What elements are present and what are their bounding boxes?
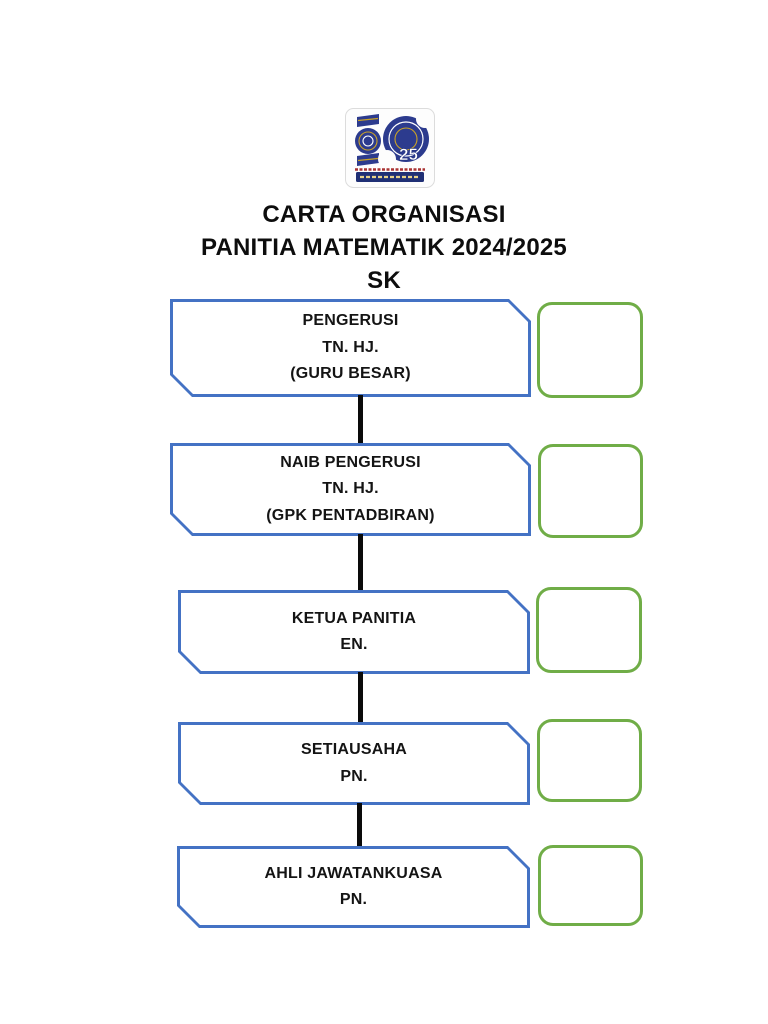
org-node-role: PENGERUSI — [302, 312, 399, 330]
org-node-role: SETIAUSAHA — [300, 741, 407, 758]
org-node-ahli-jawatankuasa: AHLI JAWATANKUASA PN. — [177, 846, 530, 928]
connector-line — [357, 803, 362, 848]
school-logo: 25 — [345, 108, 435, 190]
school-logo-icon: 25 — [345, 108, 435, 188]
org-node-fill — [181, 593, 527, 671]
org-node-text: KETUA PANITIA EN. — [178, 590, 530, 674]
title-line-3: SK — [367, 267, 401, 294]
org-node-fill — [181, 725, 527, 802]
org-node-subtitle: (GPK PENTADBIRAN) — [266, 506, 435, 524]
org-node-fill — [173, 446, 528, 533]
org-node-pengerusi: PENGERUSI TN. HJ. (GURU BESAR) — [170, 299, 531, 397]
photo-placeholder — [538, 444, 643, 538]
photo-placeholder — [536, 587, 642, 673]
connector-line — [358, 672, 363, 724]
logo-25-text: 25 — [399, 145, 418, 164]
org-node-ketua-panitia: KETUA PANITIA EN. — [178, 590, 530, 674]
org-node-fill — [173, 302, 528, 394]
org-node-text: NAIB PENGERUSI TN. HJ. (GPK PENTADBIRAN) — [170, 443, 531, 536]
connector-line — [358, 534, 363, 592]
org-node-person: EN. — [340, 636, 368, 653]
org-node-setiausaha: SETIAUSAHA PN. — [178, 722, 530, 805]
org-node-person: TN. HJ. — [322, 480, 379, 498]
page-title: CARTA ORGANISASI PANITIA MATEMATIK 2024/… — [0, 198, 768, 297]
org-node-role: KETUA PANITIA — [291, 609, 417, 627]
title-line-2: PANITIA MATEMATIK 2024/2025 — [201, 234, 567, 261]
org-node-naib-pengerusi: NAIB PENGERUSI TN. HJ. (GPK PENTADBIRAN) — [170, 443, 531, 536]
photo-placeholder — [537, 302, 643, 398]
photo-placeholder — [537, 719, 642, 802]
org-node-person: PN. — [339, 891, 368, 908]
connector-line — [358, 395, 363, 445]
org-node-role: AHLI JAWATANKUASA — [264, 864, 443, 882]
title-line-1: CARTA ORGANISASI — [262, 201, 506, 228]
org-node-subtitle: (GURU BESAR) — [290, 365, 411, 383]
org-node-person: TN. HJ. — [322, 338, 379, 356]
org-node-text: AHLI JAWATANKUASA PN. — [177, 846, 530, 928]
org-node-text: SETIAUSAHA PN. — [178, 722, 530, 805]
photo-placeholder — [538, 845, 643, 926]
org-node-person: PN. — [340, 767, 368, 785]
org-node-role: NAIB PENGERUSI — [280, 453, 421, 471]
org-node-fill — [180, 849, 527, 925]
org-node-text: PENGERUSI TN. HJ. (GURU BESAR) — [170, 299, 531, 397]
